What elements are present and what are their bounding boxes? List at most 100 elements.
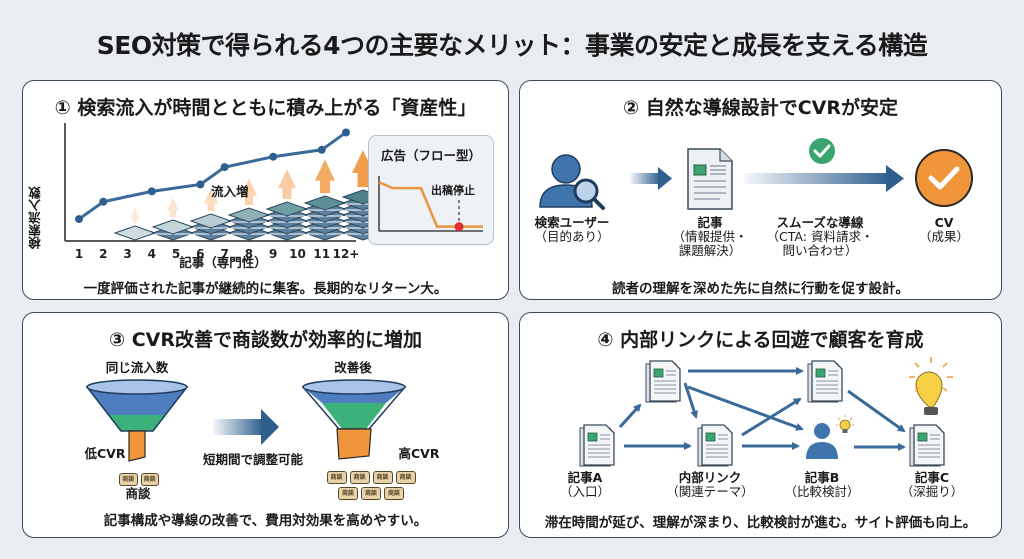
funnel-before-top-label: 同じ流入数 (105, 360, 169, 375)
bulb-ray (942, 387, 948, 392)
x-tick-label: 8 (245, 247, 253, 261)
panel-footer: 読者の理解を深めた先に自然に行動を促す設計。 (612, 281, 909, 297)
improve-arrow (213, 409, 279, 445)
link-arrow (683, 382, 698, 419)
step-label: スムーズな導線 (776, 215, 864, 230)
deal-chip: 商談 (384, 487, 404, 500)
bulb-ray (837, 417, 841, 421)
link-arrow (741, 397, 802, 437)
ad-box: 広告（フロー型） 出稿停止 (368, 135, 494, 245)
traffic-point (269, 152, 278, 161)
step-label: 検索ユーザー (534, 215, 610, 230)
article-top2-icon (807, 360, 843, 403)
x-tick-label: 2 (99, 247, 107, 261)
panel-footer: 一度評価された記事が継続的に集客。長期的なリターン大。 (83, 281, 448, 297)
article-stack (227, 207, 271, 241)
x-tick-label: 10 (289, 247, 306, 261)
growth-arrow (278, 169, 296, 199)
link-network (579, 357, 953, 467)
step-sub: （成果） (918, 229, 969, 244)
x-tick-label: 6 (196, 247, 204, 261)
article-stack (265, 201, 309, 241)
deal-chip: 商談 (349, 471, 370, 484)
panel-title: ② 自然な導線設計でCVRが安定 (623, 97, 898, 119)
article-top1-icon (645, 360, 681, 403)
growth-arrow (204, 188, 218, 211)
panel-internal-links: ④ 内部リンクによる回遊で顧客を育成 記事A （入口） 内部リンク （関連テーマ… (519, 312, 1002, 538)
article-stack (151, 219, 195, 241)
traffic-point (99, 197, 108, 206)
doc-image (705, 432, 716, 442)
user-icon (806, 423, 838, 459)
funnel-after (301, 379, 407, 460)
bulb-ray (942, 362, 948, 368)
x-tick-label: 12+ (333, 247, 360, 261)
step-sub: （目的あり） (534, 229, 610, 244)
doc-image (917, 432, 928, 442)
ad-line (378, 181, 483, 228)
deal-chips-before: 商談商談 (119, 473, 159, 486)
article-stack (303, 195, 347, 241)
adjustable-label: 短期間で調整可能 (202, 452, 303, 467)
node-label: 記事B (804, 470, 840, 485)
doc-image (587, 432, 598, 442)
x-tick-label: 9 (269, 247, 277, 261)
flow-arrow (630, 167, 672, 190)
bulb-glass (915, 371, 943, 408)
deal-chip: 商談 (372, 471, 393, 484)
panel-title: ③ CVR改善で商談数が効率的に増加 (109, 329, 422, 351)
funnel-before (85, 379, 189, 462)
x-tick-label: 1 (75, 247, 83, 261)
smooth-path-arrow (744, 165, 904, 192)
panel-title: ① 検索流入が時間とともに積み上がる「資産性」 (54, 97, 477, 119)
node-label: 記事A (567, 470, 603, 485)
node-sub: （深掘り） (900, 484, 964, 499)
x-tick-label: 5 (172, 247, 180, 261)
deal-chip: 商談 (361, 487, 381, 500)
internal-link-icon (697, 424, 733, 467)
growth-arrow (167, 197, 179, 217)
step-label: 記事 (697, 215, 723, 230)
step-sub: （CTA: 資料請求・ 問い合わせ） (766, 229, 874, 258)
growth-arrow (315, 159, 335, 193)
deal-chips-after: 商談商談商談商談商談商談商談 (323, 471, 419, 500)
user-head (814, 423, 830, 439)
panel-cvr-flow: ② 自然な導線設計でCVRが安定 (519, 80, 1002, 300)
link-arrow (687, 385, 804, 431)
lightbulb-small-icon (836, 415, 854, 433)
stop-point (454, 222, 464, 232)
deal-chip: 商談 (326, 471, 347, 484)
doc-image (815, 368, 826, 378)
check-circle-icon (809, 138, 835, 164)
node-sub: （関連テーマ） (666, 484, 754, 499)
bulb-base (924, 407, 938, 415)
bulb-ray (914, 362, 920, 368)
bulb-ray (914, 387, 920, 392)
x-tick-label: 3 (123, 247, 131, 261)
funnel-diagram (85, 379, 407, 462)
article-c-icon (909, 424, 945, 467)
panel-cvr-funnel: ③ CVR改善で商談数が効率的に増加 同じ (22, 312, 509, 538)
link-arrow (618, 403, 642, 429)
growth-arrow (130, 207, 140, 223)
traffic-point (196, 180, 205, 189)
ad-box-title: 広告（フロー型） (380, 148, 481, 163)
x-tick-label: 7 (220, 247, 228, 261)
article-a-icon (579, 424, 615, 467)
deal-chip: 商談 (338, 487, 358, 500)
node-sub: （比較検討） (784, 484, 860, 499)
article-stack (189, 213, 233, 241)
bulb-glass (839, 419, 851, 431)
deal-chip: 商談 (395, 471, 416, 484)
article-stack (113, 225, 157, 241)
user-body (806, 442, 838, 459)
user-search-icon (539, 154, 605, 210)
traffic-line (78, 131, 347, 221)
deals-label: 商談 (125, 486, 151, 501)
document-icon (687, 148, 733, 210)
step-label: CV (934, 215, 954, 230)
step-sub: （情報提供・ 課題解決） (672, 229, 748, 258)
traffic-point (75, 215, 83, 224)
bulb-base (842, 429, 848, 433)
growth-arrow (241, 178, 257, 205)
